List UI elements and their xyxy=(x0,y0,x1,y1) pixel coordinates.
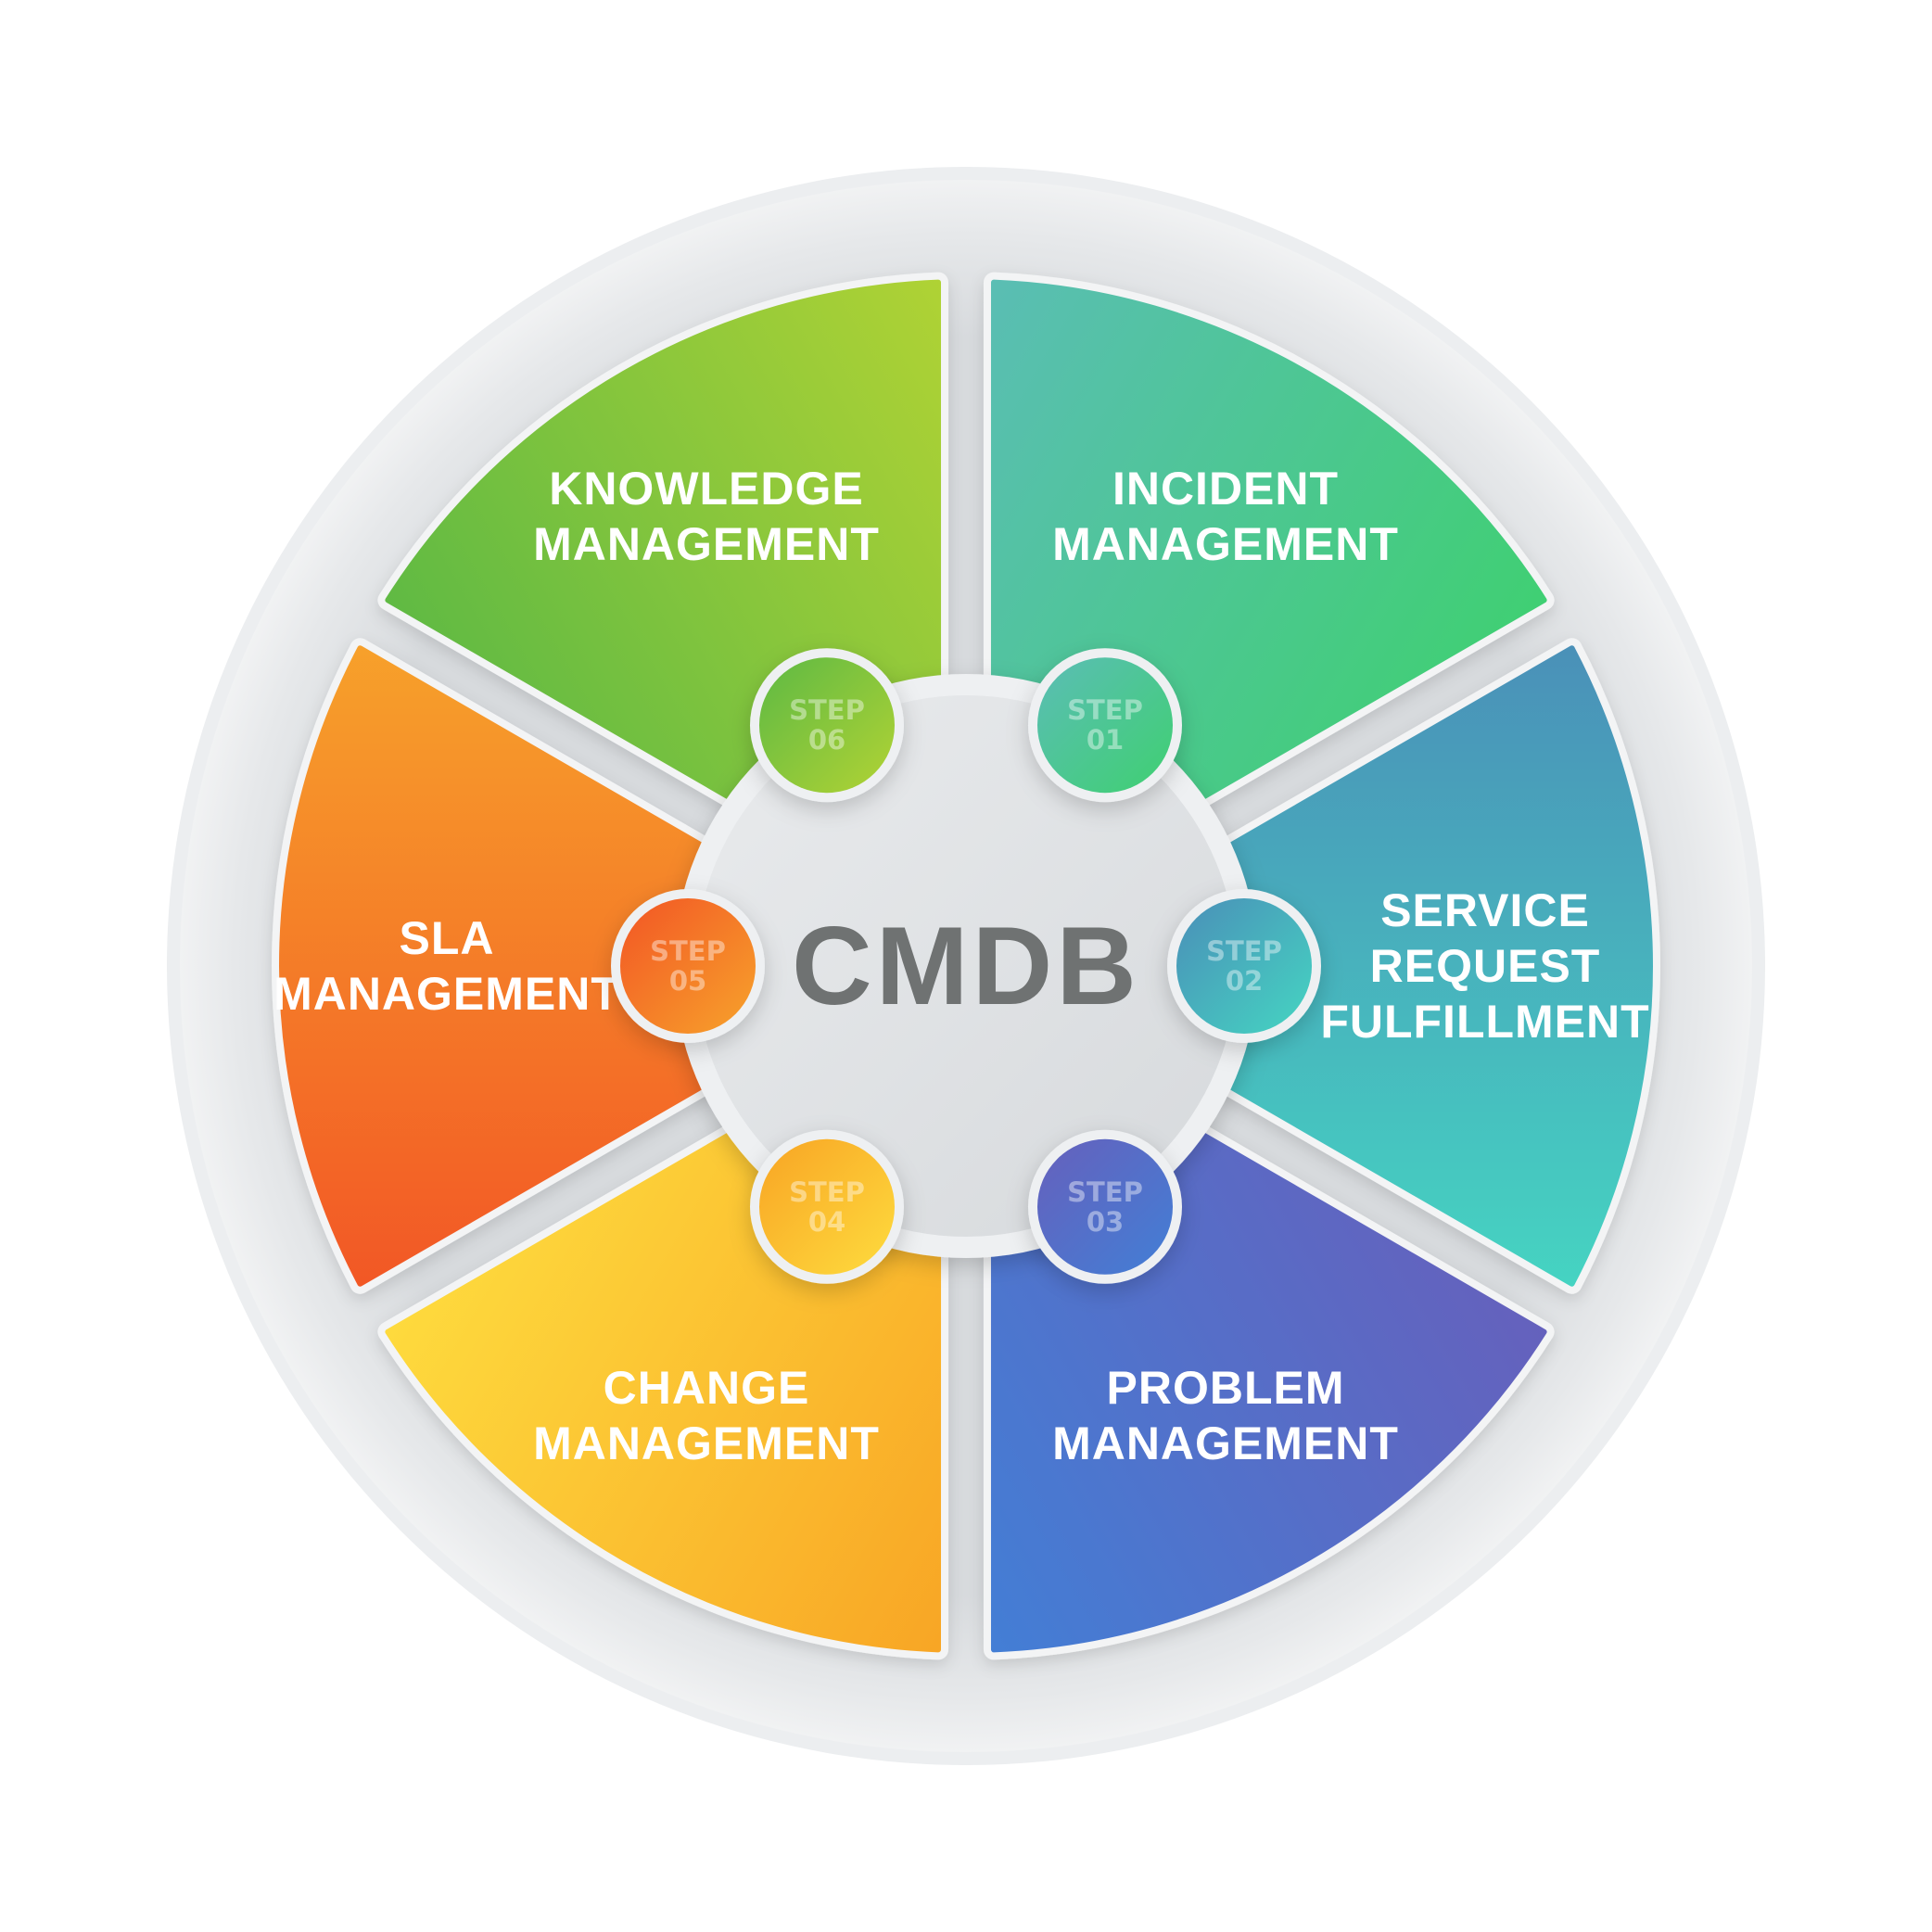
center-title: CMDB xyxy=(792,904,1140,1028)
step-number: 04 xyxy=(808,1206,845,1238)
segment-label-line: KNOWLEDGE xyxy=(549,463,864,515)
step-word: STEP xyxy=(650,935,726,967)
step-number: 05 xyxy=(669,965,706,997)
segment-label-line: FULFILLMENT xyxy=(1320,996,1649,1048)
segment-label-line: MANAGEMENT xyxy=(533,518,880,570)
step-badge-fill xyxy=(1176,898,1312,1034)
step-word: STEP xyxy=(789,1176,865,1208)
step-badge-fill xyxy=(1037,1138,1173,1275)
segment-label-line: MANAGEMENT xyxy=(273,968,620,1020)
hub xyxy=(695,695,1237,1237)
step-badge-fill xyxy=(1037,657,1173,794)
step-badge-fill xyxy=(620,898,756,1034)
segment-label-line: MANAGEMENT xyxy=(1052,1417,1399,1469)
step-badge-fill xyxy=(759,657,895,794)
segment-label-line: MANAGEMENT xyxy=(533,1417,880,1469)
step-number: 02 xyxy=(1226,965,1263,997)
step-word: STEP xyxy=(1067,694,1143,726)
step-word: STEP xyxy=(1206,935,1282,967)
step-number: 03 xyxy=(1087,1206,1124,1238)
segment-label-line: SERVICE xyxy=(1380,884,1590,936)
step-number: 01 xyxy=(1087,724,1124,756)
segment-label-line: PROBLEM xyxy=(1107,1362,1345,1414)
step-word: STEP xyxy=(1067,1176,1143,1208)
segment-label-line: INCIDENT xyxy=(1112,463,1339,515)
segment-label-line: CHANGE xyxy=(604,1362,810,1414)
segment-label-line: REQUEST xyxy=(1370,940,1601,992)
segment-label-line: MANAGEMENT xyxy=(1052,518,1399,570)
step-badge-fill xyxy=(759,1138,895,1275)
segment-label-line: SLA xyxy=(400,912,495,964)
step-word: STEP xyxy=(789,694,865,726)
step-number: 06 xyxy=(808,724,845,756)
